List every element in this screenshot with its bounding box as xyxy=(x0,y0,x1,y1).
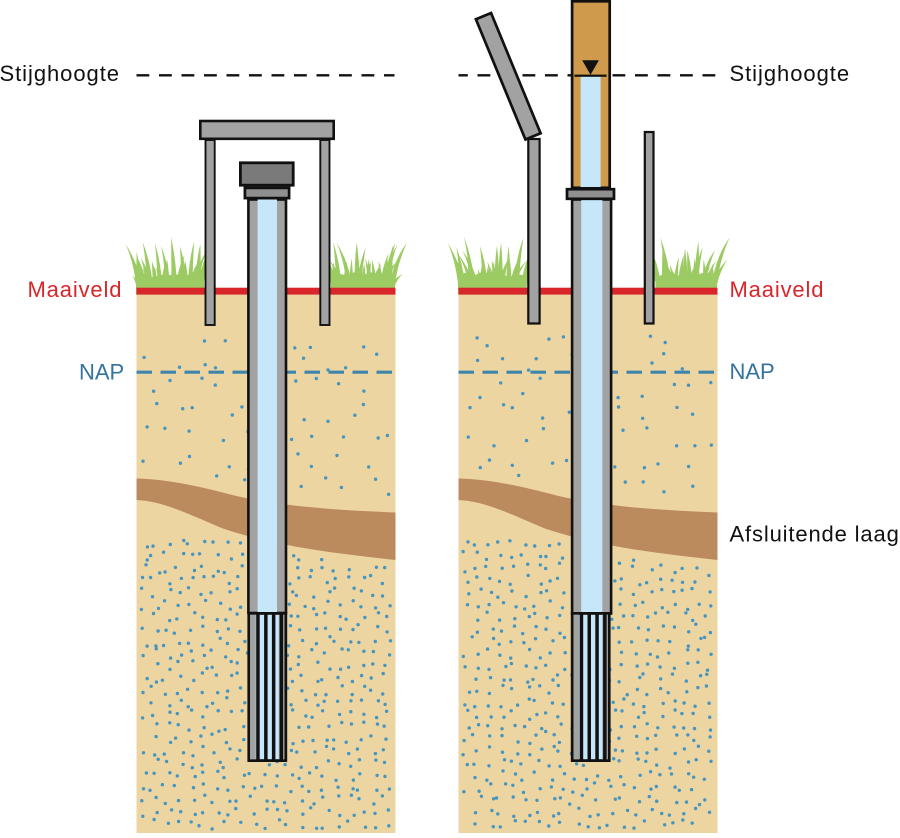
svg-text:NAP: NAP xyxy=(730,359,775,384)
svg-text:NAP: NAP xyxy=(79,360,124,385)
svg-text:Maaiveld: Maaiveld xyxy=(730,277,825,302)
svg-text:Stijghoogte: Stijghoogte xyxy=(0,61,120,86)
svg-text:Maaiveld: Maaiveld xyxy=(28,277,123,302)
svg-text:Afsluitende laag: Afsluitende laag xyxy=(730,522,900,547)
svg-text:Stijghoogte: Stijghoogte xyxy=(730,61,851,86)
